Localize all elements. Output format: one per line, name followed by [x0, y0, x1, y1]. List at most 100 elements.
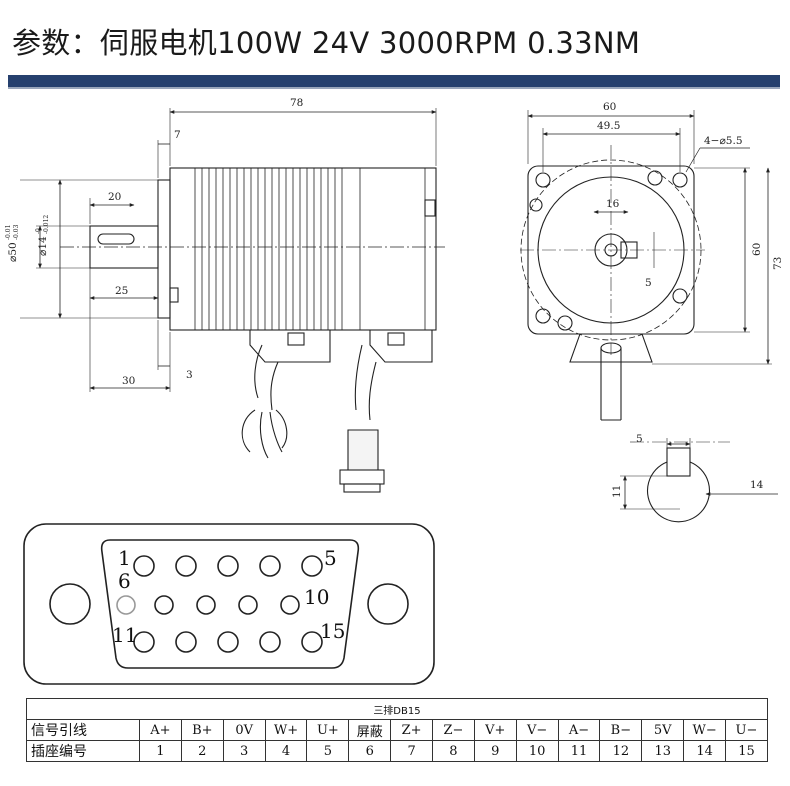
cable-gland-power	[249, 330, 331, 363]
power-cable	[254, 344, 279, 411]
dim-section-diameter: 14	[750, 479, 764, 491]
header-band	[8, 75, 780, 87]
mount-hole	[535, 172, 551, 188]
pin-signal-cell: 0V	[222, 719, 266, 741]
pin-signal-cell: Z−	[432, 719, 475, 741]
pin-label-6: 6	[118, 569, 131, 593]
pin-signal-cell: W−	[683, 719, 727, 741]
pin-number-cell: 2	[180, 740, 224, 762]
dim-total-height: 73	[772, 257, 784, 270]
connector-mount-right	[367, 583, 409, 625]
pin-signal-cell: B+	[180, 719, 224, 741]
pin-number-cell: 9	[473, 740, 517, 762]
pin-signal-cell: V+	[473, 719, 517, 741]
pin-signal-cell: A+	[139, 719, 182, 741]
connector-mount-left	[49, 583, 91, 625]
pin-signal-cell: V−	[515, 719, 559, 741]
pin-signal-cell: W+	[264, 719, 308, 741]
pin-label-11: 11	[112, 623, 137, 647]
dim-front-width: 60	[603, 101, 616, 113]
dim-holes: 4−⌀5.5	[704, 135, 743, 147]
pin-number-cell: 8	[432, 740, 475, 762]
dim-total-length: 78	[290, 97, 303, 109]
pin-number-cell: 3	[222, 740, 266, 762]
dim-shaft-diameter: ⌀14	[37, 236, 49, 256]
pin-number-cell: 11	[557, 740, 601, 762]
front-view	[520, 110, 772, 421]
dim-flange-diameter: ⌀50	[7, 242, 19, 262]
pin-number-cell: 7	[390, 740, 434, 762]
pin-number-cell: 12	[599, 740, 643, 762]
pin-number-cell: 4	[264, 740, 308, 762]
header-band-shadow	[8, 87, 780, 89]
page-title: 参数：伺服电机100W 24V 3000RPM 0.33NM	[12, 26, 641, 60]
dim-shaft-tol-bottom: -0.012	[43, 215, 50, 234]
pin-signal-cell: U+	[306, 719, 350, 741]
mount-hole	[647, 170, 663, 186]
pin-table-caption: 三排DB15	[26, 698, 768, 720]
pin-row-3	[133, 631, 323, 653]
shaft-section	[620, 438, 778, 523]
pin-signal-cell: 屏蔽	[348, 719, 392, 741]
mount-hole	[557, 315, 573, 331]
side-view	[20, 108, 445, 493]
dim-section-key: 5	[636, 433, 643, 445]
db15-connector	[23, 523, 435, 685]
mount-hole	[672, 288, 688, 304]
pin-number-cell: 10	[515, 740, 559, 762]
mount-hole	[672, 172, 688, 188]
pin-signal-cell: U−	[725, 719, 768, 741]
dim-pilot: 3	[186, 369, 193, 381]
pin-label-15: 15	[320, 619, 345, 643]
pin-label-10: 10	[304, 585, 329, 609]
dim-keyway: 20	[108, 191, 121, 203]
dim-key-width: 16	[606, 198, 620, 210]
connector-shell	[23, 523, 435, 685]
pin-signal-cell: B−	[599, 719, 643, 741]
flange	[157, 179, 171, 319]
pin-signal-cell: A−	[557, 719, 601, 741]
keyway	[97, 233, 135, 245]
cooling-fins	[194, 168, 426, 330]
pin-row-1	[133, 555, 323, 577]
pin-number-cell: 1	[139, 740, 182, 762]
dim-flange-tol-bottom: -0.03	[13, 224, 20, 240]
connector-d-frame	[100, 539, 360, 669]
pin-number-cell: 14	[683, 740, 727, 762]
pin-label-5: 5	[324, 546, 337, 570]
front-cable	[600, 348, 622, 420]
pin-table-caption-row: 三排DB15	[26, 698, 768, 720]
cable-gland-encoder	[369, 330, 433, 363]
dim-section-flat: 11	[611, 485, 623, 498]
dim-front-height: 60	[751, 243, 763, 256]
pin-signal-cell: Z+	[390, 719, 434, 741]
flange-lug	[169, 287, 179, 303]
pin-number-cell: 13	[641, 740, 685, 762]
pin-label-1: 1	[118, 546, 131, 570]
encoder-cap	[424, 199, 436, 217]
pin-row-2	[116, 595, 300, 615]
dim-flange-tol-top: -0.01	[5, 225, 12, 240]
pin-number-cell: 6	[348, 740, 392, 762]
motor-body	[169, 167, 437, 331]
pin-number-cell: 5	[306, 740, 350, 762]
pin-table-row2-header: 插座编号	[26, 740, 140, 762]
dim-shaft-tol-top: -0	[35, 228, 42, 234]
dim-shaft-total: 30	[122, 375, 135, 387]
mount-hole	[535, 308, 551, 324]
dim-flange: 7	[174, 129, 181, 141]
pin-table-row1-header: 信号引线	[26, 719, 140, 741]
dim-shaft-length: 25	[115, 285, 128, 297]
pin-number-cell: 15	[725, 740, 768, 762]
encoder-cable	[354, 344, 377, 421]
dim-key-depth: 5	[645, 277, 652, 289]
shaft-section-circle	[646, 461, 711, 523]
pin-signal-cell: 5V	[641, 719, 685, 741]
dim-hole-spacing: 49.5	[597, 120, 620, 132]
front-cable-boss	[569, 333, 653, 363]
encoder-plug	[347, 429, 379, 471]
